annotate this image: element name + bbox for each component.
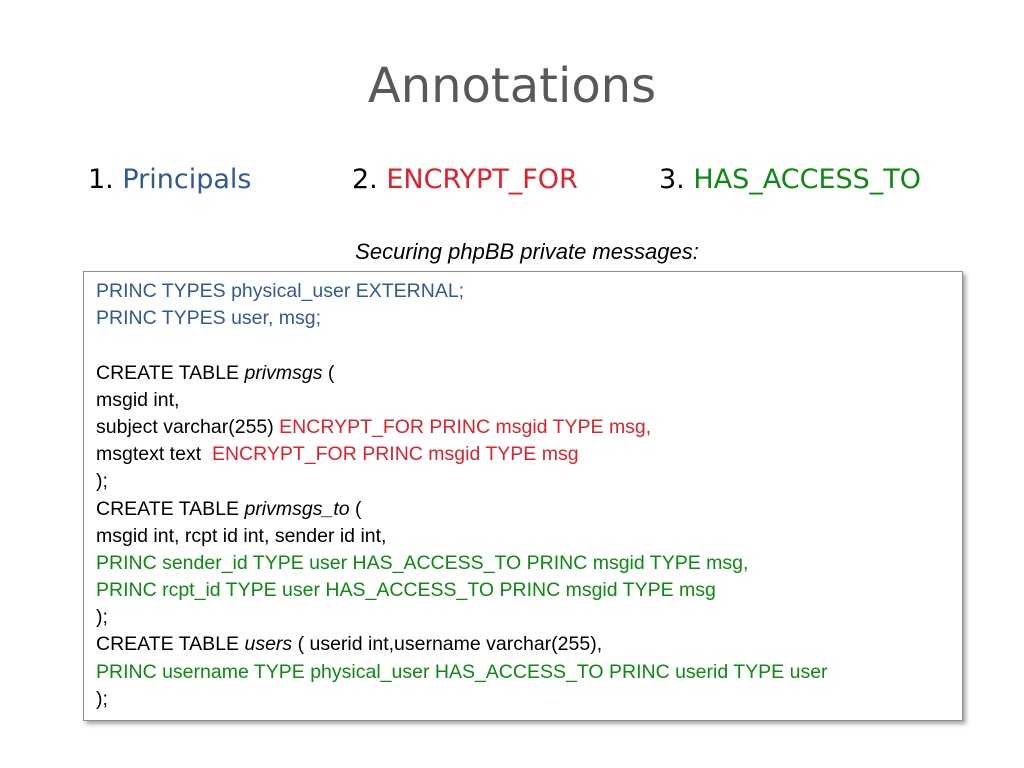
code-line: CREATE TABLE privmsgs ( <box>96 360 962 387</box>
code-blank-line <box>96 332 962 359</box>
code-line: ); <box>96 606 108 629</box>
code-text: CREATE TABLE <box>96 633 245 656</box>
item-principals: 1. Principals <box>88 164 251 195</box>
encrypt-annotation: ENCRYPT_FOR PRINC msgid TYPE msg <box>211 443 579 466</box>
code-block: PRINC TYPES physical_user EXTERNAL; PRIN… <box>83 271 963 721</box>
code-line: PRINC TYPES user, msg; <box>96 307 322 330</box>
slide-title: Annotations <box>367 58 657 114</box>
code-text: ( userid int,username varchar(255), <box>292 633 603 656</box>
item-label: Principals <box>122 164 252 195</box>
item-has-access-to: 3. HAS_ACCESS_TO <box>659 164 921 195</box>
encrypt-annotation: ENCRYPT_FOR PRINC msgid TYPE msg, <box>279 415 652 438</box>
code-line: CREATE TABLE users ( userid int,username… <box>96 631 962 658</box>
code-line: msgtext text ENCRYPT_FOR PRINC msgid TYP… <box>96 441 962 468</box>
code-line: CREATE TABLE privmsgs_to ( <box>96 496 962 523</box>
code-line: ); <box>96 470 108 493</box>
code-text: ( <box>349 497 362 520</box>
item-label: ENCRYPT_FOR <box>386 164 578 195</box>
table-name: privmsgs_to <box>244 497 350 520</box>
code-text: ( <box>322 361 335 384</box>
code-line: PRINC TYPES physical_user EXTERNAL; <box>96 280 465 302</box>
code-caption: Securing phpBB private messages: <box>355 239 699 264</box>
code-text: CREATE TABLE <box>96 361 245 384</box>
item-number: 1. <box>88 164 123 195</box>
item-number: 3. <box>659 164 694 195</box>
code-line: msgid int, rcpt id int, sender id int, <box>96 524 387 547</box>
access-annotation: PRINC username TYPE physical_user HAS_AC… <box>96 660 828 683</box>
item-number: 2. <box>352 164 387 195</box>
access-annotation: PRINC rcpt_id TYPE user HAS_ACCESS_TO PR… <box>96 579 716 602</box>
item-encrypt-for: 2. ENCRYPT_FOR <box>352 164 578 195</box>
code-line: subject varchar(255) ENCRYPT_FOR PRINC m… <box>96 414 962 441</box>
item-label: HAS_ACCESS_TO <box>693 164 922 195</box>
code-line: msgid int, <box>96 388 180 411</box>
access-annotation: PRINC sender_id TYPE user HAS_ACCESS_TO … <box>96 551 749 574</box>
code-text: subject varchar(255) <box>96 415 280 438</box>
table-name: privmsgs <box>244 361 323 384</box>
code-text: msgtext text <box>96 443 212 466</box>
code-text: CREATE TABLE <box>96 497 245 520</box>
table-name: users <box>244 633 293 656</box>
code-line: ); <box>96 687 108 710</box>
annotation-list: 1. Principals 2. ENCRYPT_FOR 3. HAS_ACCE… <box>0 164 1024 204</box>
